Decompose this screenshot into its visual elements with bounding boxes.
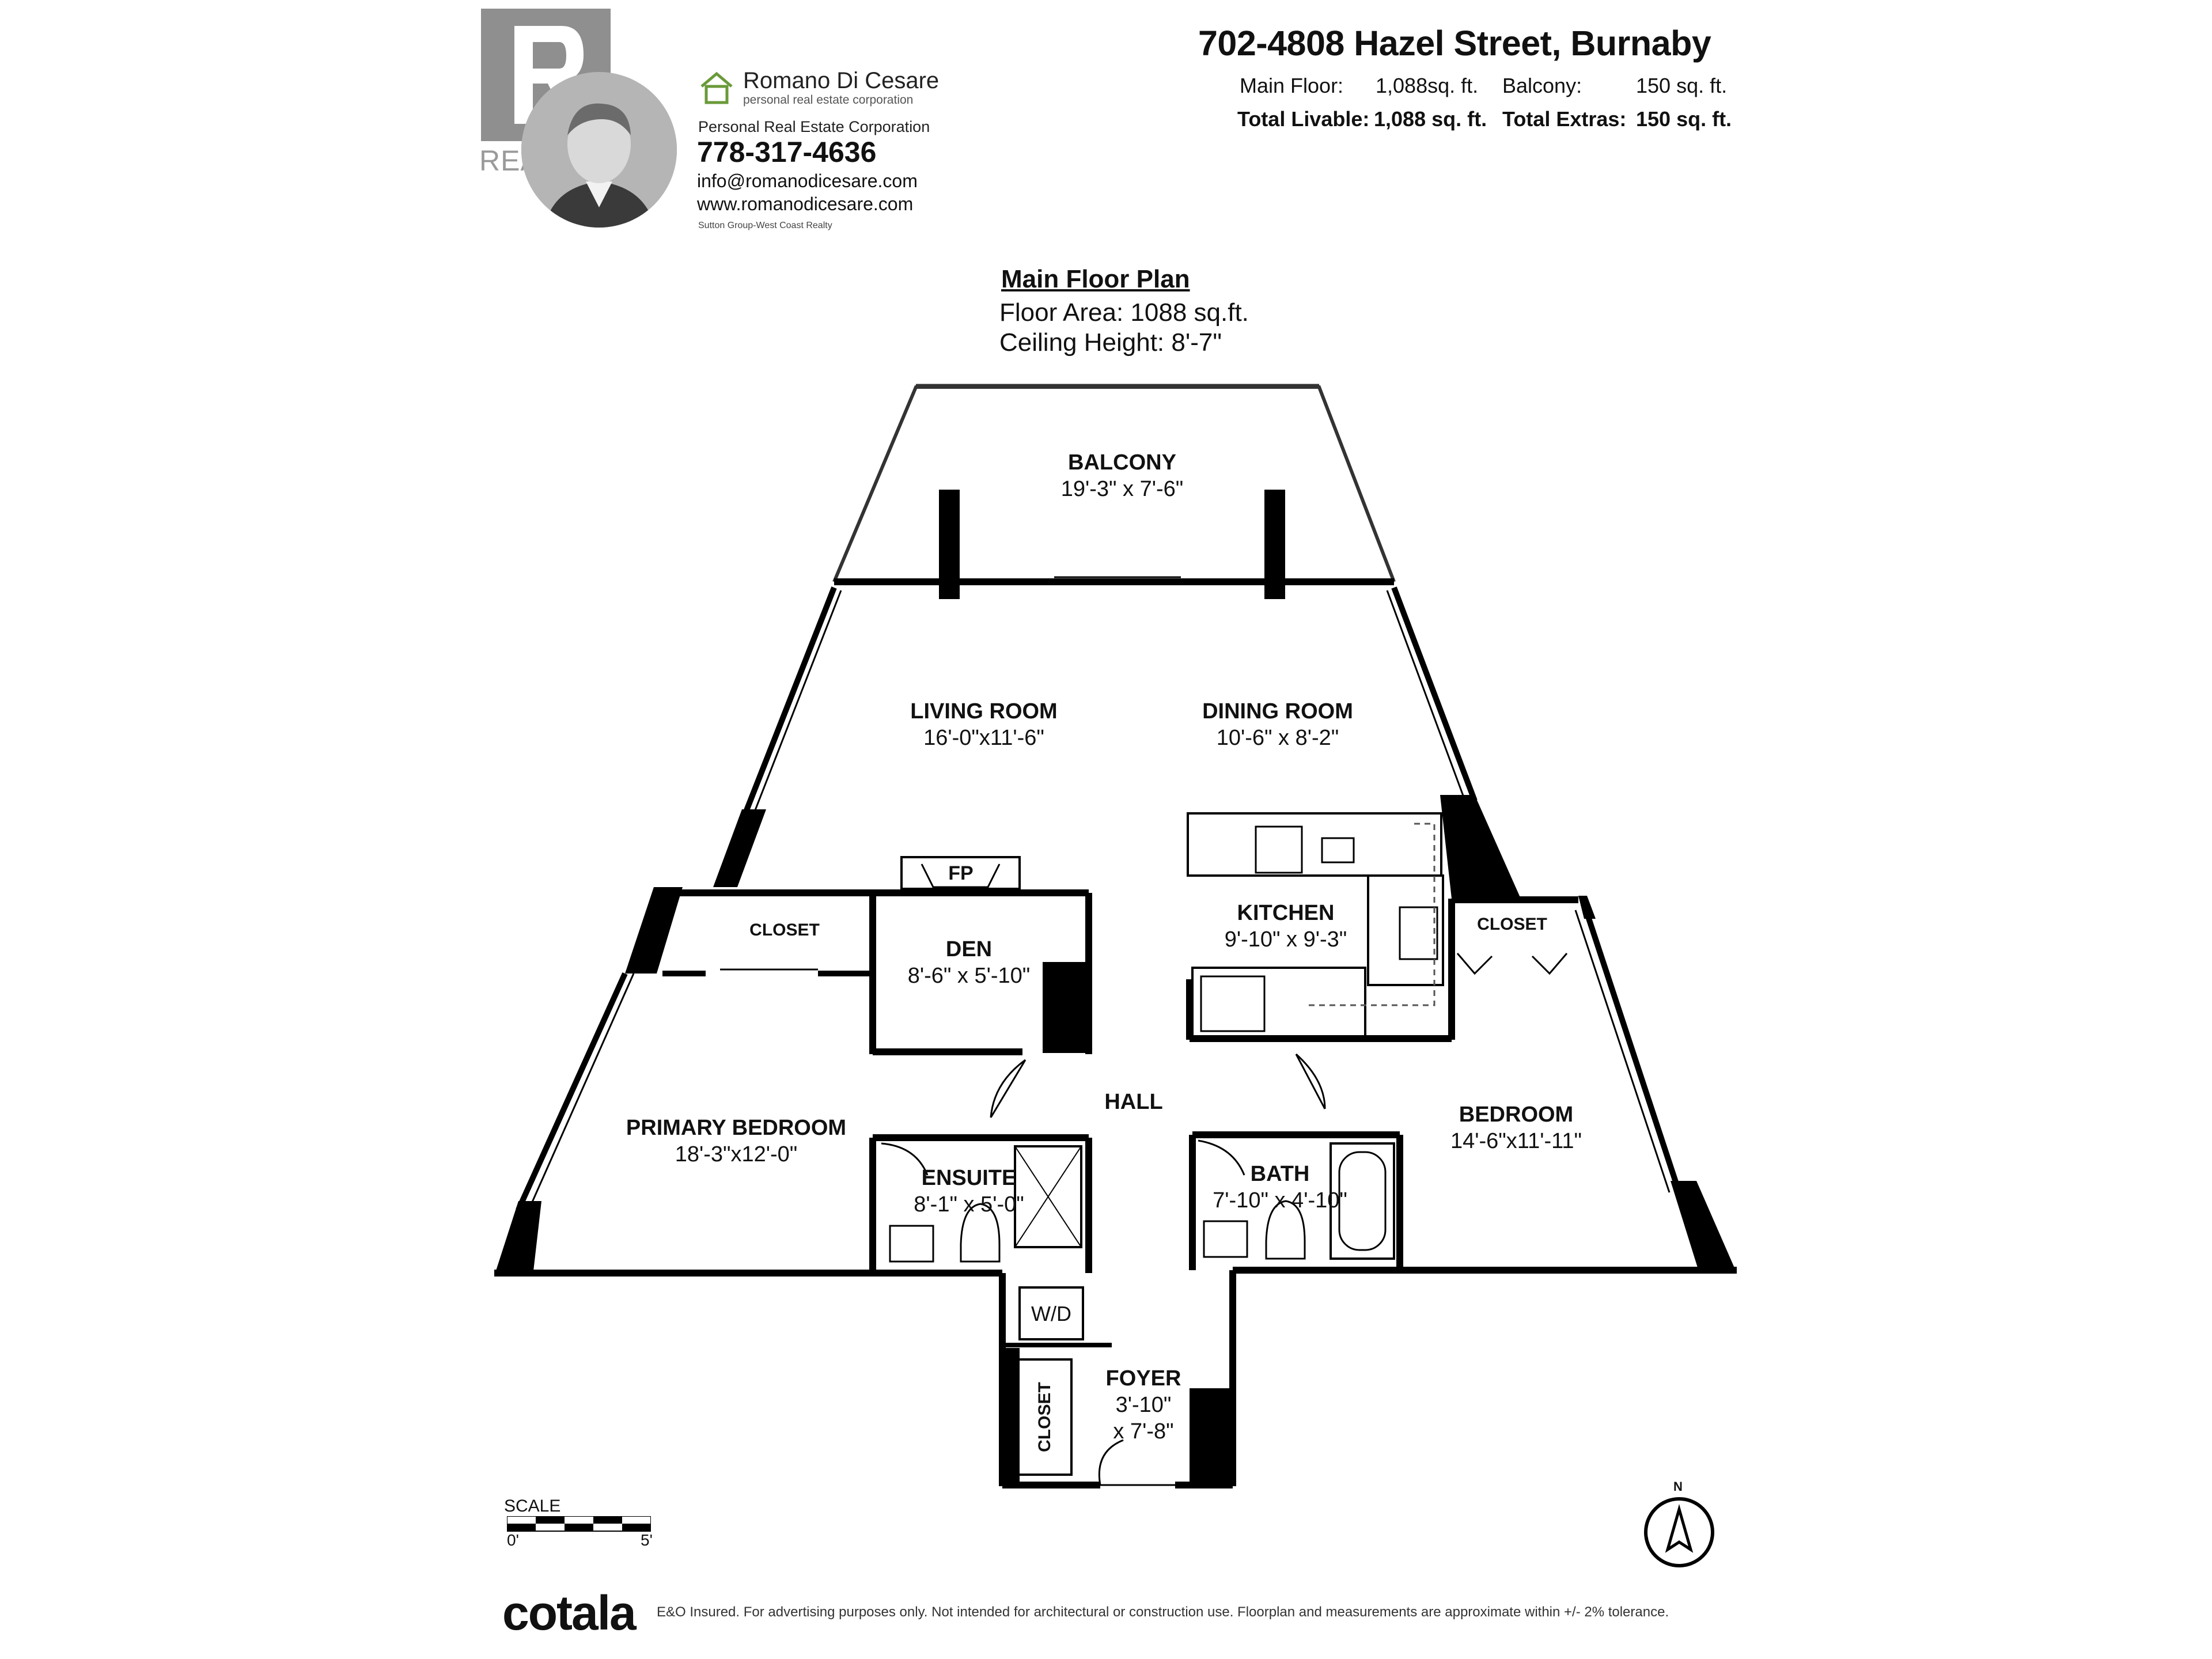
room-bedroom: BEDROOM 14'-6"x11'-11"	[1450, 1101, 1582, 1154]
agent-photo	[521, 72, 677, 228]
agent-subtitle: personal real estate corporation	[743, 93, 914, 107]
room-dims: 9'-10" x 9'-3"	[1224, 927, 1347, 952]
room-dims: 18'-3"x12'-0"	[675, 1142, 798, 1166]
main-floor-label: Main Floor:	[1240, 74, 1344, 97]
room-primary-bedroom: PRIMARY BEDROOM 18'-3"x12'-0"	[626, 1115, 846, 1168]
room-den: DEN 8'-6" x 5'-10"	[908, 936, 1031, 989]
balcony-area-value: 150 sq. ft.	[1636, 74, 1728, 97]
closet-foyer-label: CLOSET	[1035, 1382, 1054, 1452]
compass-north-label: N	[1673, 1479, 1683, 1494]
compass-icon	[1642, 1483, 1717, 1573]
total-extras-label: Total Extras:	[1502, 107, 1627, 131]
scale-end: 5'	[641, 1531, 653, 1549]
plan-title: Main Floor Plan	[1001, 265, 1190, 293]
house-logo-icon	[698, 69, 735, 109]
room-dims: 7'-10" x 4'-10"	[1213, 1188, 1347, 1213]
room-kitchen: KITCHEN 9'-10" x 9'-3"	[1225, 900, 1347, 953]
washer-dryer-label: W/D	[1031, 1302, 1071, 1325]
room-name: DEN	[945, 937, 993, 961]
room-dims: 16'-0"x11'-6"	[923, 726, 1044, 750]
total-extras-value: 150 sq. ft.	[1636, 107, 1732, 131]
room-bath: BATH 7'-10" x 4'-10"	[1213, 1161, 1347, 1214]
scale-bar	[506, 1516, 652, 1536]
room-name: BALCONY	[1068, 450, 1176, 475]
room-dims: 19'-3" x 7'-6"	[1060, 477, 1184, 501]
floor-area: Floor Area: 1088 sq.ft.	[999, 298, 1249, 327]
room-name: DINING ROOM	[1202, 699, 1353, 724]
room-name: ENSUITE	[921, 1166, 1017, 1190]
room-foyer: FOYER 3'-10" x 7'-8"	[1106, 1365, 1181, 1445]
total-livable-label: Total Livable:	[1237, 107, 1370, 131]
disclaimer: E&O Insured. For advertising purposes on…	[657, 1604, 1669, 1620]
room-dining: DINING ROOM 10'-6" x 8'-2"	[1202, 698, 1353, 751]
room-name: HALL	[1104, 1090, 1163, 1114]
main-floor-value: 1,088sq. ft.	[1376, 74, 1479, 97]
agent-corporation: Personal Real Estate Corporation	[698, 118, 930, 135]
closet-right-label: CLOSET	[1477, 915, 1547, 934]
room-name: BEDROOM	[1459, 1103, 1574, 1127]
cotala-logo: cotala	[502, 1586, 637, 1640]
room-name: PRIMARY BEDROOM	[626, 1116, 847, 1140]
room-living: LIVING ROOM 16'-0"x11'-6"	[910, 698, 1057, 751]
agent-email[interactable]: info@romanodicesare.com	[697, 171, 918, 191]
room-dims: 10'-6" x 8'-2"	[1216, 726, 1339, 750]
closet-left-label: CLOSET	[749, 921, 820, 940]
room-name: FOYER	[1105, 1366, 1181, 1391]
room-name: KITCHEN	[1237, 901, 1335, 925]
room-dims: 8'-1" x 5'-0"	[914, 1192, 1024, 1217]
fireplace-label: FP	[948, 862, 974, 884]
room-name: LIVING ROOM	[910, 699, 1058, 724]
balcony-area-label: Balcony:	[1502, 74, 1582, 97]
property-address: 702-4808 Hazel Street, Burnaby	[1198, 24, 1711, 63]
ceiling-height: Ceiling Height: 8'-7"	[999, 328, 1222, 357]
scale-label: SCALE	[504, 1497, 561, 1516]
agent-brokerage: Sutton Group-West Coast Realty	[698, 221, 832, 230]
room-dims: 8'-6" x 5'-10"	[907, 964, 1031, 988]
scale-start: 0'	[507, 1531, 519, 1549]
room-ensuite: ENSUITE 8'-1" x 5'-0"	[914, 1165, 1024, 1218]
room-dims: 3'-10"	[1115, 1393, 1172, 1417]
agent-phone[interactable]: 778-317-4636	[697, 136, 877, 168]
room-name: BATH	[1250, 1162, 1310, 1186]
room-dims: x 7'-8"	[1113, 1419, 1174, 1444]
agent-name: Romano Di Cesare	[743, 68, 940, 93]
room-balcony: BALCONY 19'-3" x 7'-6"	[1061, 449, 1184, 502]
total-livable-value: 1,088 sq. ft.	[1374, 107, 1487, 131]
room-hall: HALL	[1104, 1089, 1162, 1115]
room-dims: 14'-6"x11'-11"	[1450, 1129, 1582, 1153]
agent-website[interactable]: www.romanodicesare.com	[697, 194, 914, 214]
